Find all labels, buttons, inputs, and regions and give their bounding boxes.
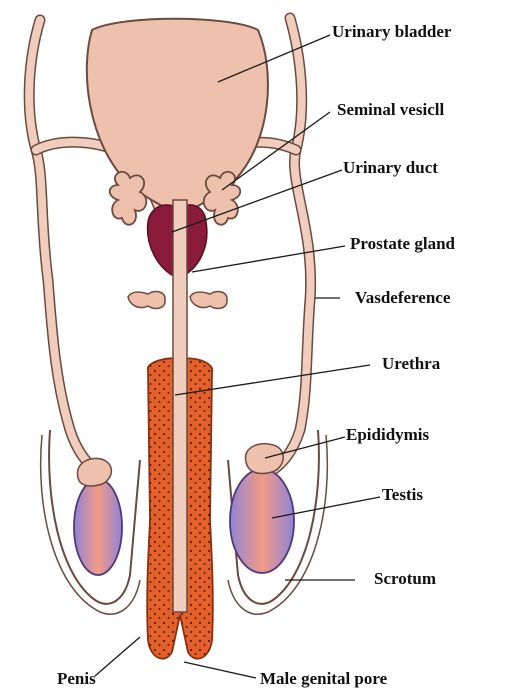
testis-left [74,479,122,575]
label-vas-deferens: Vasdeference [355,288,451,307]
label-urinary-duct: Urinary duct [343,158,438,177]
label-prostate-gland: Prostate gland [350,234,456,253]
label-epididymis: Epididymis [346,425,430,444]
epididymis-right [245,444,283,474]
label-genital-pore: Male genital pore [260,669,388,688]
testis-right [230,469,294,573]
epididymis-left [77,458,111,486]
seminal-vesicle-right [204,172,241,225]
label-penis: Penis [57,669,96,688]
label-seminal-vesicle: Seminal vesicll [337,100,444,119]
label-urethra: Urethra [382,354,441,373]
label-urinary-bladder: Urinary bladder [332,22,452,41]
seminal-vesicle-left [110,172,147,225]
label-scrotum: Scrotum [374,569,436,588]
urethra [173,200,187,612]
label-testis: Testis [382,485,423,504]
